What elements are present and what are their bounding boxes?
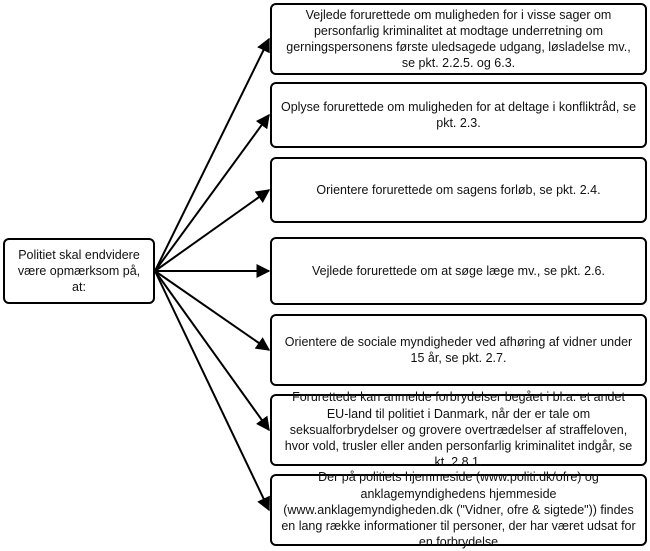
target-text-7: Der på politiets hjemmeside (www.politi.… — [281, 470, 636, 550]
target-text-3: Orientere forurettede om sagens forløb, … — [316, 182, 601, 197]
target-box-7: Der på politiets hjemmeside (www.politi.… — [270, 470, 647, 549]
target-text-5: Orientere de sociale myndigheder ved afh… — [284, 334, 633, 365]
target-box-5: Orientere de sociale myndigheder ved afh… — [270, 314, 647, 386]
target-text-6: Forurettede kan anmelde forbrydelser beg… — [284, 390, 633, 470]
connector-arrow-6 — [154, 270, 270, 432]
connector-arrow-1 — [154, 37, 270, 272]
target-box-3: Orientere forurettede om sagens forløb, … — [270, 157, 647, 223]
connector-arrow-2 — [154, 113, 270, 272]
target-box-2: Oplyse forurettede om muligheden for at … — [270, 82, 647, 148]
target-text-4: Vejlede forurettede om at søge læge mv.,… — [312, 263, 605, 278]
target-box-4: Vejlede forurettede om at søge læge mv.,… — [270, 237, 647, 305]
connector-arrow-5 — [154, 270, 271, 351]
connector-arrow-3 — [154, 189, 271, 272]
source-box: Politiet skal endvidere være opmærksom p… — [3, 238, 155, 304]
target-box-6: Forurettede kan anmelde forbrydelser beg… — [270, 390, 647, 469]
target-text-1: Vejlede forurettede om muligheden for i … — [286, 7, 631, 71]
target-box-1: Vejlede forurettede om muligheden for i … — [270, 3, 647, 75]
source-text: Politiet skal endvidere være opmærksom p… — [17, 247, 141, 295]
connector-arrow-7 — [154, 270, 270, 512]
target-text-2: Oplyse forurettede om muligheden for at … — [280, 99, 637, 130]
